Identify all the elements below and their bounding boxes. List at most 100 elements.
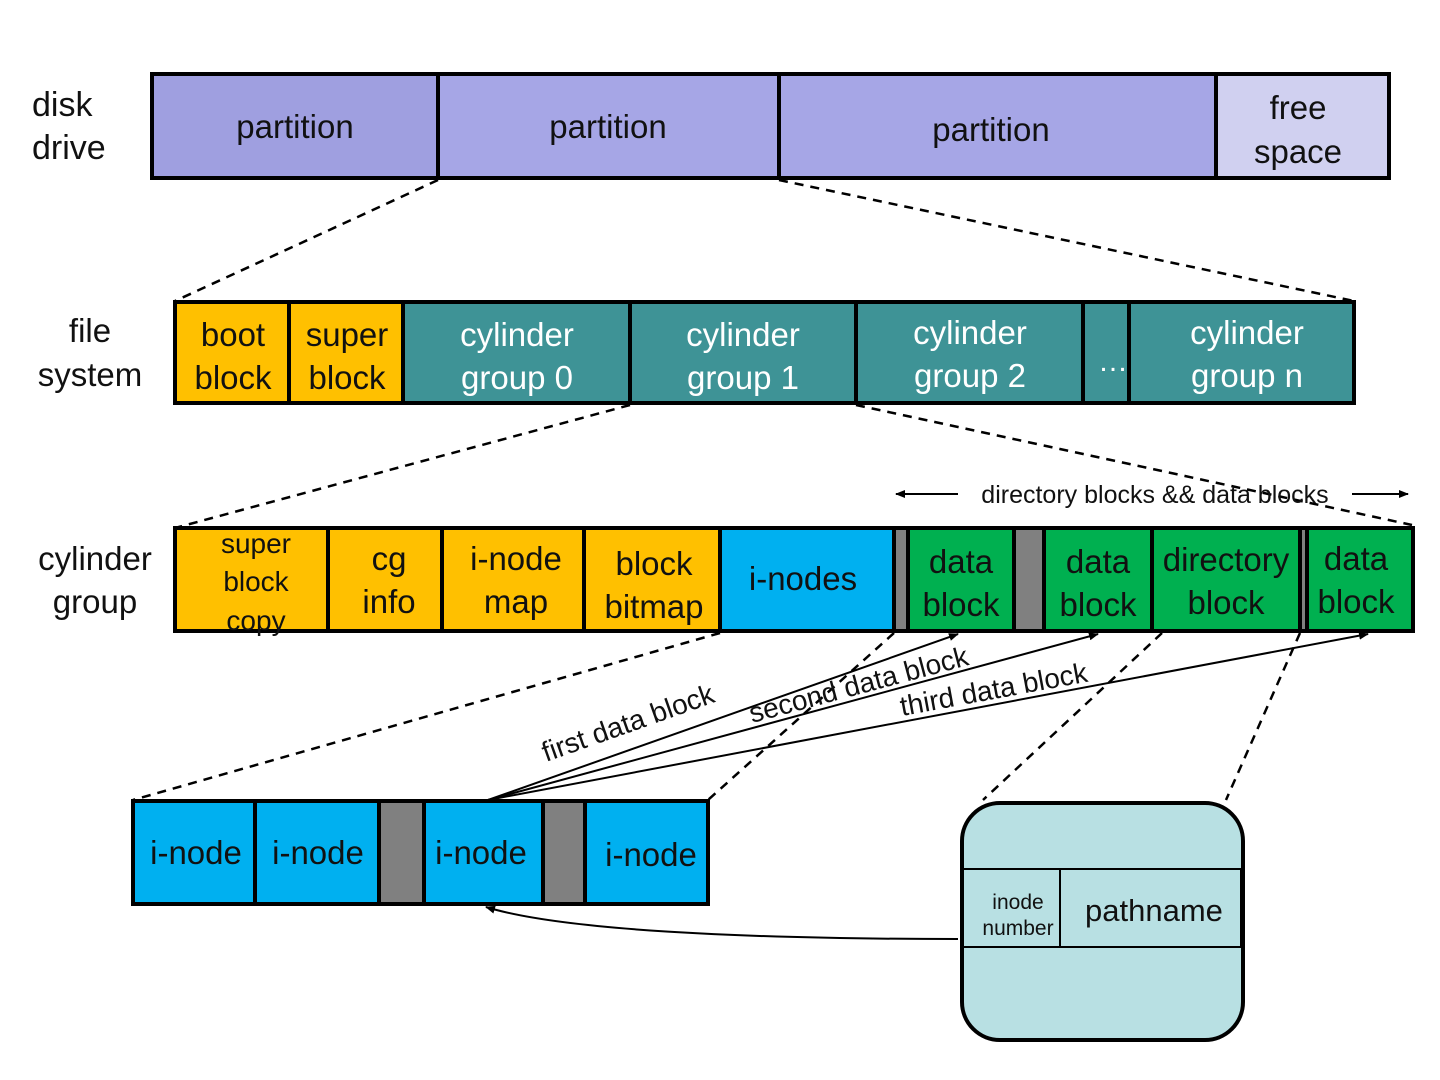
- cylinder-group-label-line1: cylinder: [38, 540, 152, 577]
- cg-info-label-line2: info: [362, 583, 415, 620]
- partition-label-3: partition: [932, 111, 1049, 148]
- data-block-1-label-line2: block: [922, 586, 1000, 623]
- directory-entry: inode number pathname: [960, 801, 1245, 1042]
- directory-block-label-line2: block: [1187, 584, 1265, 621]
- cylinder-group-0-box: [401, 300, 632, 405]
- partition-box-2: [436, 72, 781, 180]
- zoom-line-left: [174, 178, 439, 303]
- zoom-lines-directory: [982, 632, 1302, 801]
- disk-drive-row: disk drive partition partition partition…: [32, 72, 1391, 180]
- inodes-box: [718, 526, 896, 633]
- second-data-block-arrow: [487, 632, 1099, 801]
- zoom-line-inodes-right: [707, 632, 895, 801]
- cylinder-group-1-box: [628, 300, 858, 405]
- data-block-box-3: [1305, 526, 1415, 633]
- cylinder-group-n-label-line2: group n: [1191, 357, 1303, 394]
- file-system-label-line2: system: [38, 356, 143, 393]
- super-block-copy-label-line2: block: [223, 566, 289, 597]
- super-block-label-line2: block: [308, 359, 386, 396]
- boot-block-label-line2: block: [194, 359, 272, 396]
- free-space-box: [1214, 72, 1391, 180]
- directory-block-box: [1150, 526, 1302, 633]
- data-block-2-label-line1: data: [1066, 543, 1131, 580]
- cylinder-group-0-label-line1: cylinder: [460, 316, 574, 353]
- block-bitmap-label-line1: block: [615, 545, 693, 582]
- third-data-block-arrow: [487, 631, 1369, 801]
- super-block-box: [287, 300, 405, 405]
- data-block-2-label-line2: block: [1059, 586, 1137, 623]
- partition-box-1: [150, 72, 440, 180]
- inode-label-4: i-node: [605, 836, 697, 873]
- cylinder-group-2-label-line1: cylinder: [913, 314, 1027, 351]
- inode-label-1: i-node: [150, 834, 242, 871]
- cylinder-group-1-label-line2: group 1: [687, 359, 799, 396]
- zoom-line-right: [778, 178, 1355, 303]
- zoom-line-cg-left: [174, 403, 631, 530]
- cylinder-group-n-label-line1: cylinder: [1190, 314, 1304, 351]
- inode-label-3: i-node: [435, 834, 527, 871]
- inodes-label: i-nodes: [749, 560, 857, 597]
- data-block-3-label-line1: data: [1324, 540, 1389, 577]
- zoom-lines-cylinder-group: [174, 403, 1413, 530]
- zoom-lines-inodes: [132, 631, 895, 802]
- inode-map-label-line1: i-node: [470, 540, 562, 577]
- inode-row: i-node i-node i-node i-node: [131, 799, 710, 906]
- zoom-line-inodes-left: [132, 631, 721, 802]
- partition-label-2: partition: [549, 108, 666, 145]
- ellipsis-label: …: [1098, 345, 1128, 378]
- file-system-label-line1: file: [69, 312, 111, 349]
- cylinder-group-2-box: [854, 300, 1085, 405]
- first-data-block-label: first data block: [538, 678, 719, 768]
- disk-drive-label-line1: disk: [32, 86, 93, 124]
- inode-map-box: [440, 526, 586, 633]
- cylinder-group-n-box: [1127, 300, 1356, 405]
- cylinder-group-1-label-line1: cylinder: [686, 316, 800, 353]
- inode-number-pointer-arrow: [485, 905, 959, 940]
- free-space-label-line2: space: [1254, 133, 1342, 170]
- directory-entry-record: [961, 868, 1242, 948]
- boot-block-label-line1: boot: [201, 316, 265, 353]
- cylinder-group-2-label-line2: group 2: [914, 357, 1026, 394]
- directory-block-label-line1: directory: [1163, 541, 1290, 578]
- cg-info-label-line1: cg: [372, 540, 407, 577]
- inode-number-label-line2: number: [982, 917, 1053, 940]
- data-block-box-1: [906, 526, 1016, 633]
- inode-box-2: [253, 799, 381, 906]
- span-arrow: directory blocks && data blocks: [895, 481, 1409, 509]
- block-bitmap-label-line2: bitmap: [604, 588, 703, 625]
- inode-number-label-line1: inode: [992, 891, 1043, 914]
- gap-box-1: [892, 526, 910, 633]
- inode-box-4: [583, 799, 710, 906]
- gap-box-2: [1012, 526, 1046, 633]
- cylinder-group-0-label-line2: group 0: [461, 359, 573, 396]
- zoom-line-dir-left: [982, 632, 1163, 801]
- free-space-label-line1: free: [1270, 89, 1327, 126]
- data-block-1-label-line1: data: [929, 543, 994, 580]
- inode-box-3: [422, 799, 545, 906]
- zoom-line-dir-right: [1224, 632, 1302, 801]
- ellipsis-box: [1081, 300, 1131, 405]
- boot-block-box: [173, 300, 291, 405]
- inode-gap-box-1: [377, 799, 426, 906]
- cg-info-box: [326, 526, 444, 633]
- first-data-block-arrow: [487, 633, 959, 801]
- partition-label-1: partition: [236, 108, 353, 145]
- zoom-lines-partition: [174, 178, 1355, 303]
- data-block-3-label-line2: block: [1317, 583, 1395, 620]
- pathname-label: pathname: [1085, 893, 1223, 928]
- inode-label-2: i-node: [272, 834, 364, 871]
- inode-gap-box-2: [541, 799, 587, 906]
- partition-box-3: [777, 72, 1218, 180]
- block-pointer-arrows: [487, 631, 1369, 801]
- file-system-row: file system boot block super block cylin…: [38, 300, 1356, 405]
- super-block-copy-label-line1: super: [221, 528, 291, 559]
- cylinder-group-label-line2: group: [53, 583, 137, 620]
- span-arrow-label: directory blocks && data blocks: [981, 481, 1328, 509]
- disk-drive-label-line2: drive: [32, 129, 106, 167]
- inode-map-label-line2: map: [484, 583, 548, 620]
- super-block-label-line1: super: [306, 316, 389, 353]
- cylinder-group-row: cylinder group super block copy cg info …: [38, 526, 1415, 636]
- super-block-copy-label-line3: copy: [226, 605, 285, 636]
- super-block-copy-box: [173, 526, 330, 633]
